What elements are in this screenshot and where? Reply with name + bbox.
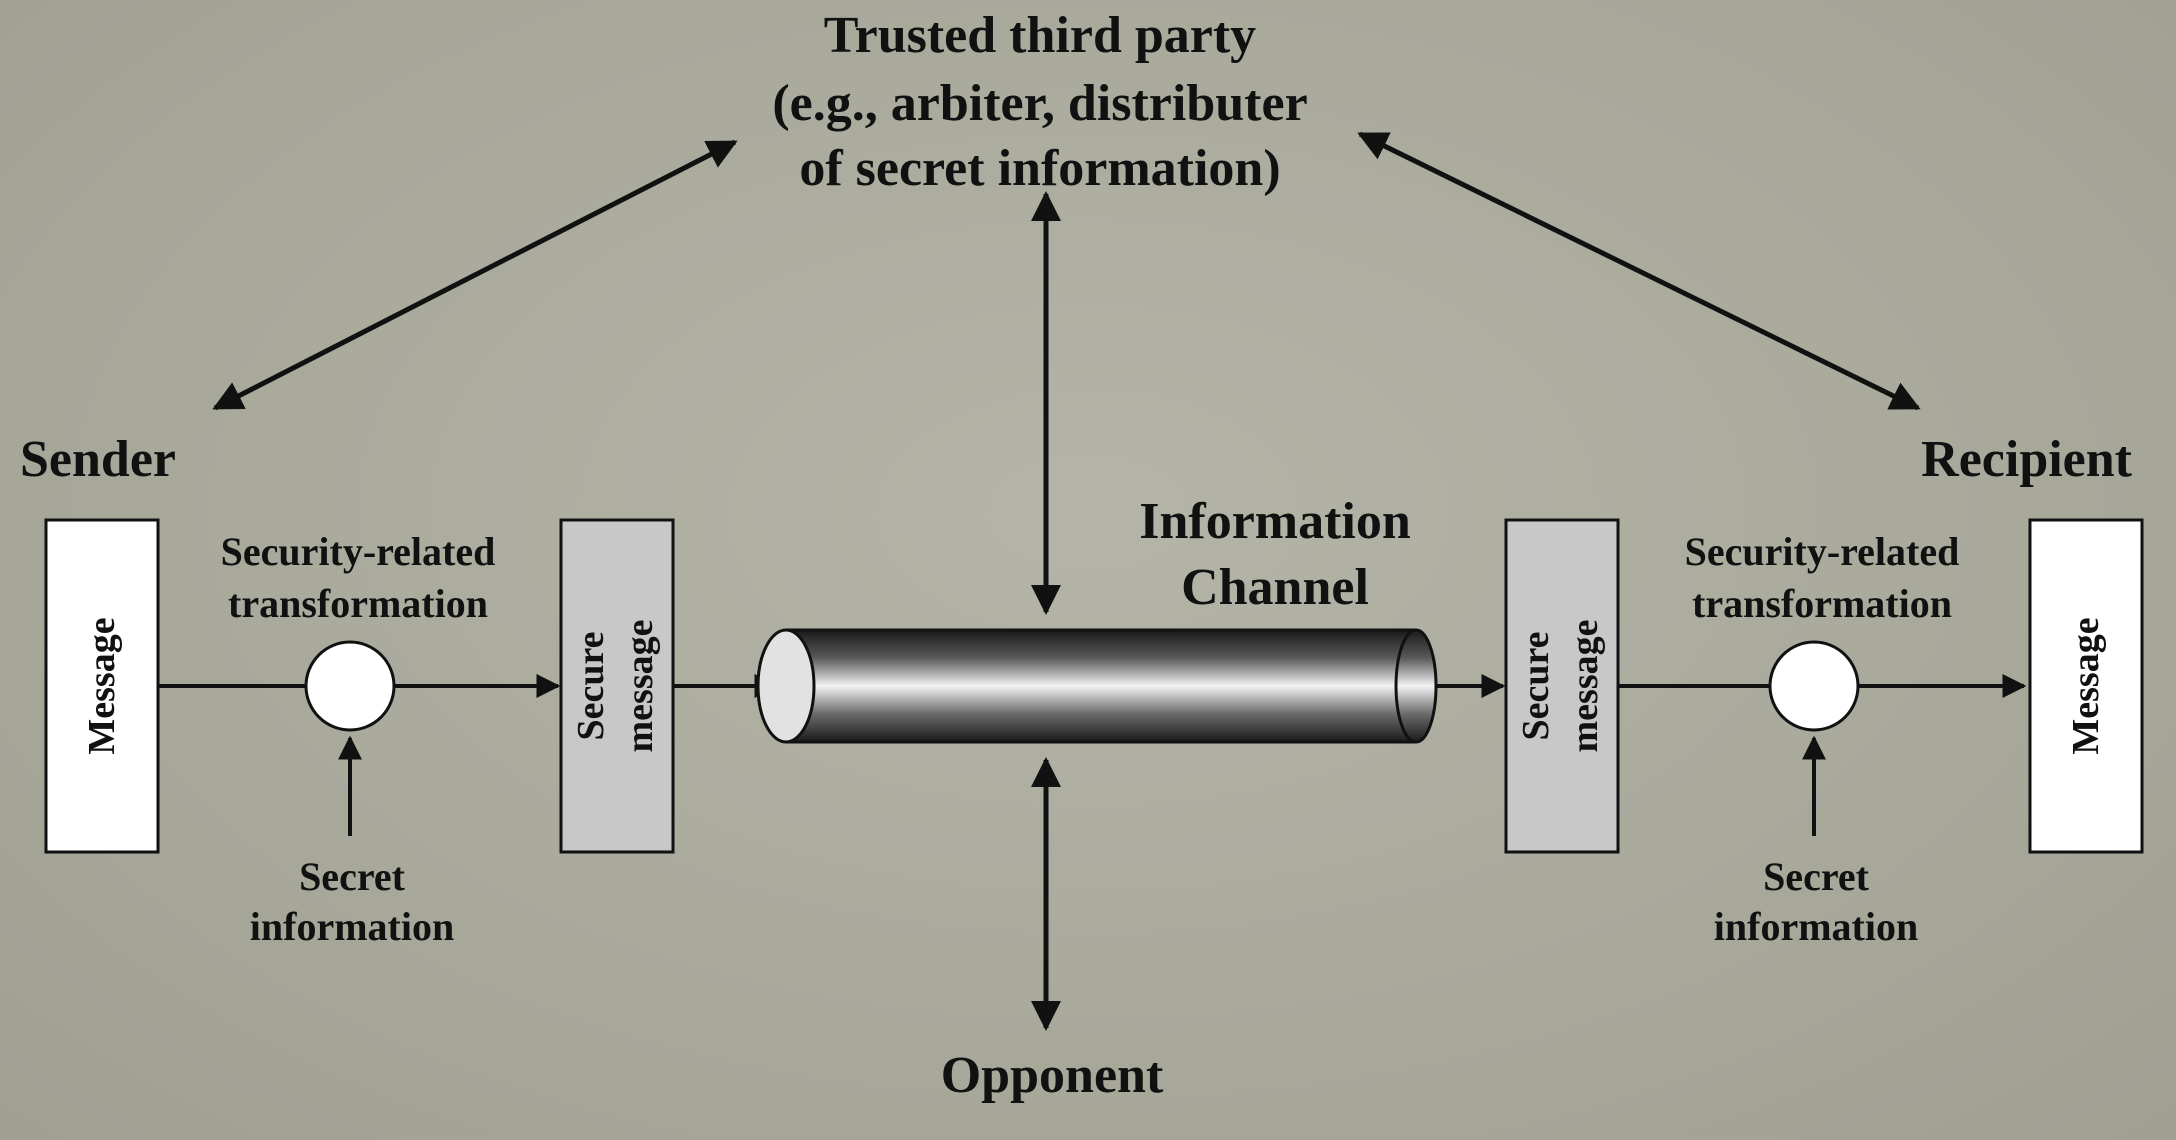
recipient-secret-line-1: Secret [1763,854,1870,899]
recipient-secure-line-2: message [1564,620,1606,753]
cylinder-right-cap [1394,628,1438,744]
title-line-1: Trusted third party [824,7,1256,64]
recipient-transform-circle [1768,640,1860,732]
sender-label: Sender [20,431,176,488]
sender-message-text: Message [81,617,123,754]
sender-secret-line-2: information [250,904,454,949]
recipient-secure-box [1504,518,1620,854]
information-channel-cylinder [756,628,1438,744]
recipient-message-box [2028,518,2144,854]
sender-transform-line-2: transformation [228,581,488,626]
title-line-2: (e.g., arbiter, distributer [772,75,1307,132]
cylinder-left-cap [756,628,816,744]
recipient-transform-line-2: transformation [1692,581,1952,626]
opponent-label: Opponent [941,1047,1164,1104]
sender-secure-box [559,518,675,854]
sender-secret-line-1: Secret [299,854,406,899]
title-line-3: of secret information) [799,140,1280,197]
channel-label-line-1: Information [1139,493,1411,550]
sender-transform-line-1: Security-related [221,529,496,574]
recipient-label: Recipient [1921,431,2133,488]
sender-trusted-arrow [212,139,738,411]
trusted-third-party: Trusted third party (e.g., arbiter, dist… [772,7,1307,197]
sender-secure-line-1: Secure [570,631,612,740]
recipient-transform-line-1: Security-related [1685,529,1960,574]
cylinder-body [786,630,1416,742]
sender-secure-line-2: message [619,620,661,753]
sender-transform-circle [304,640,396,732]
sender-message-box [44,518,160,854]
recipient-secret-line-2: information [1714,904,1918,949]
channel-label-line-2: Channel [1181,559,1369,616]
recipient-trusted-arrow [1357,131,1921,411]
recipient-secure-line-1: Secure [1515,631,1557,740]
recipient-message-text: Message [2065,617,2107,754]
